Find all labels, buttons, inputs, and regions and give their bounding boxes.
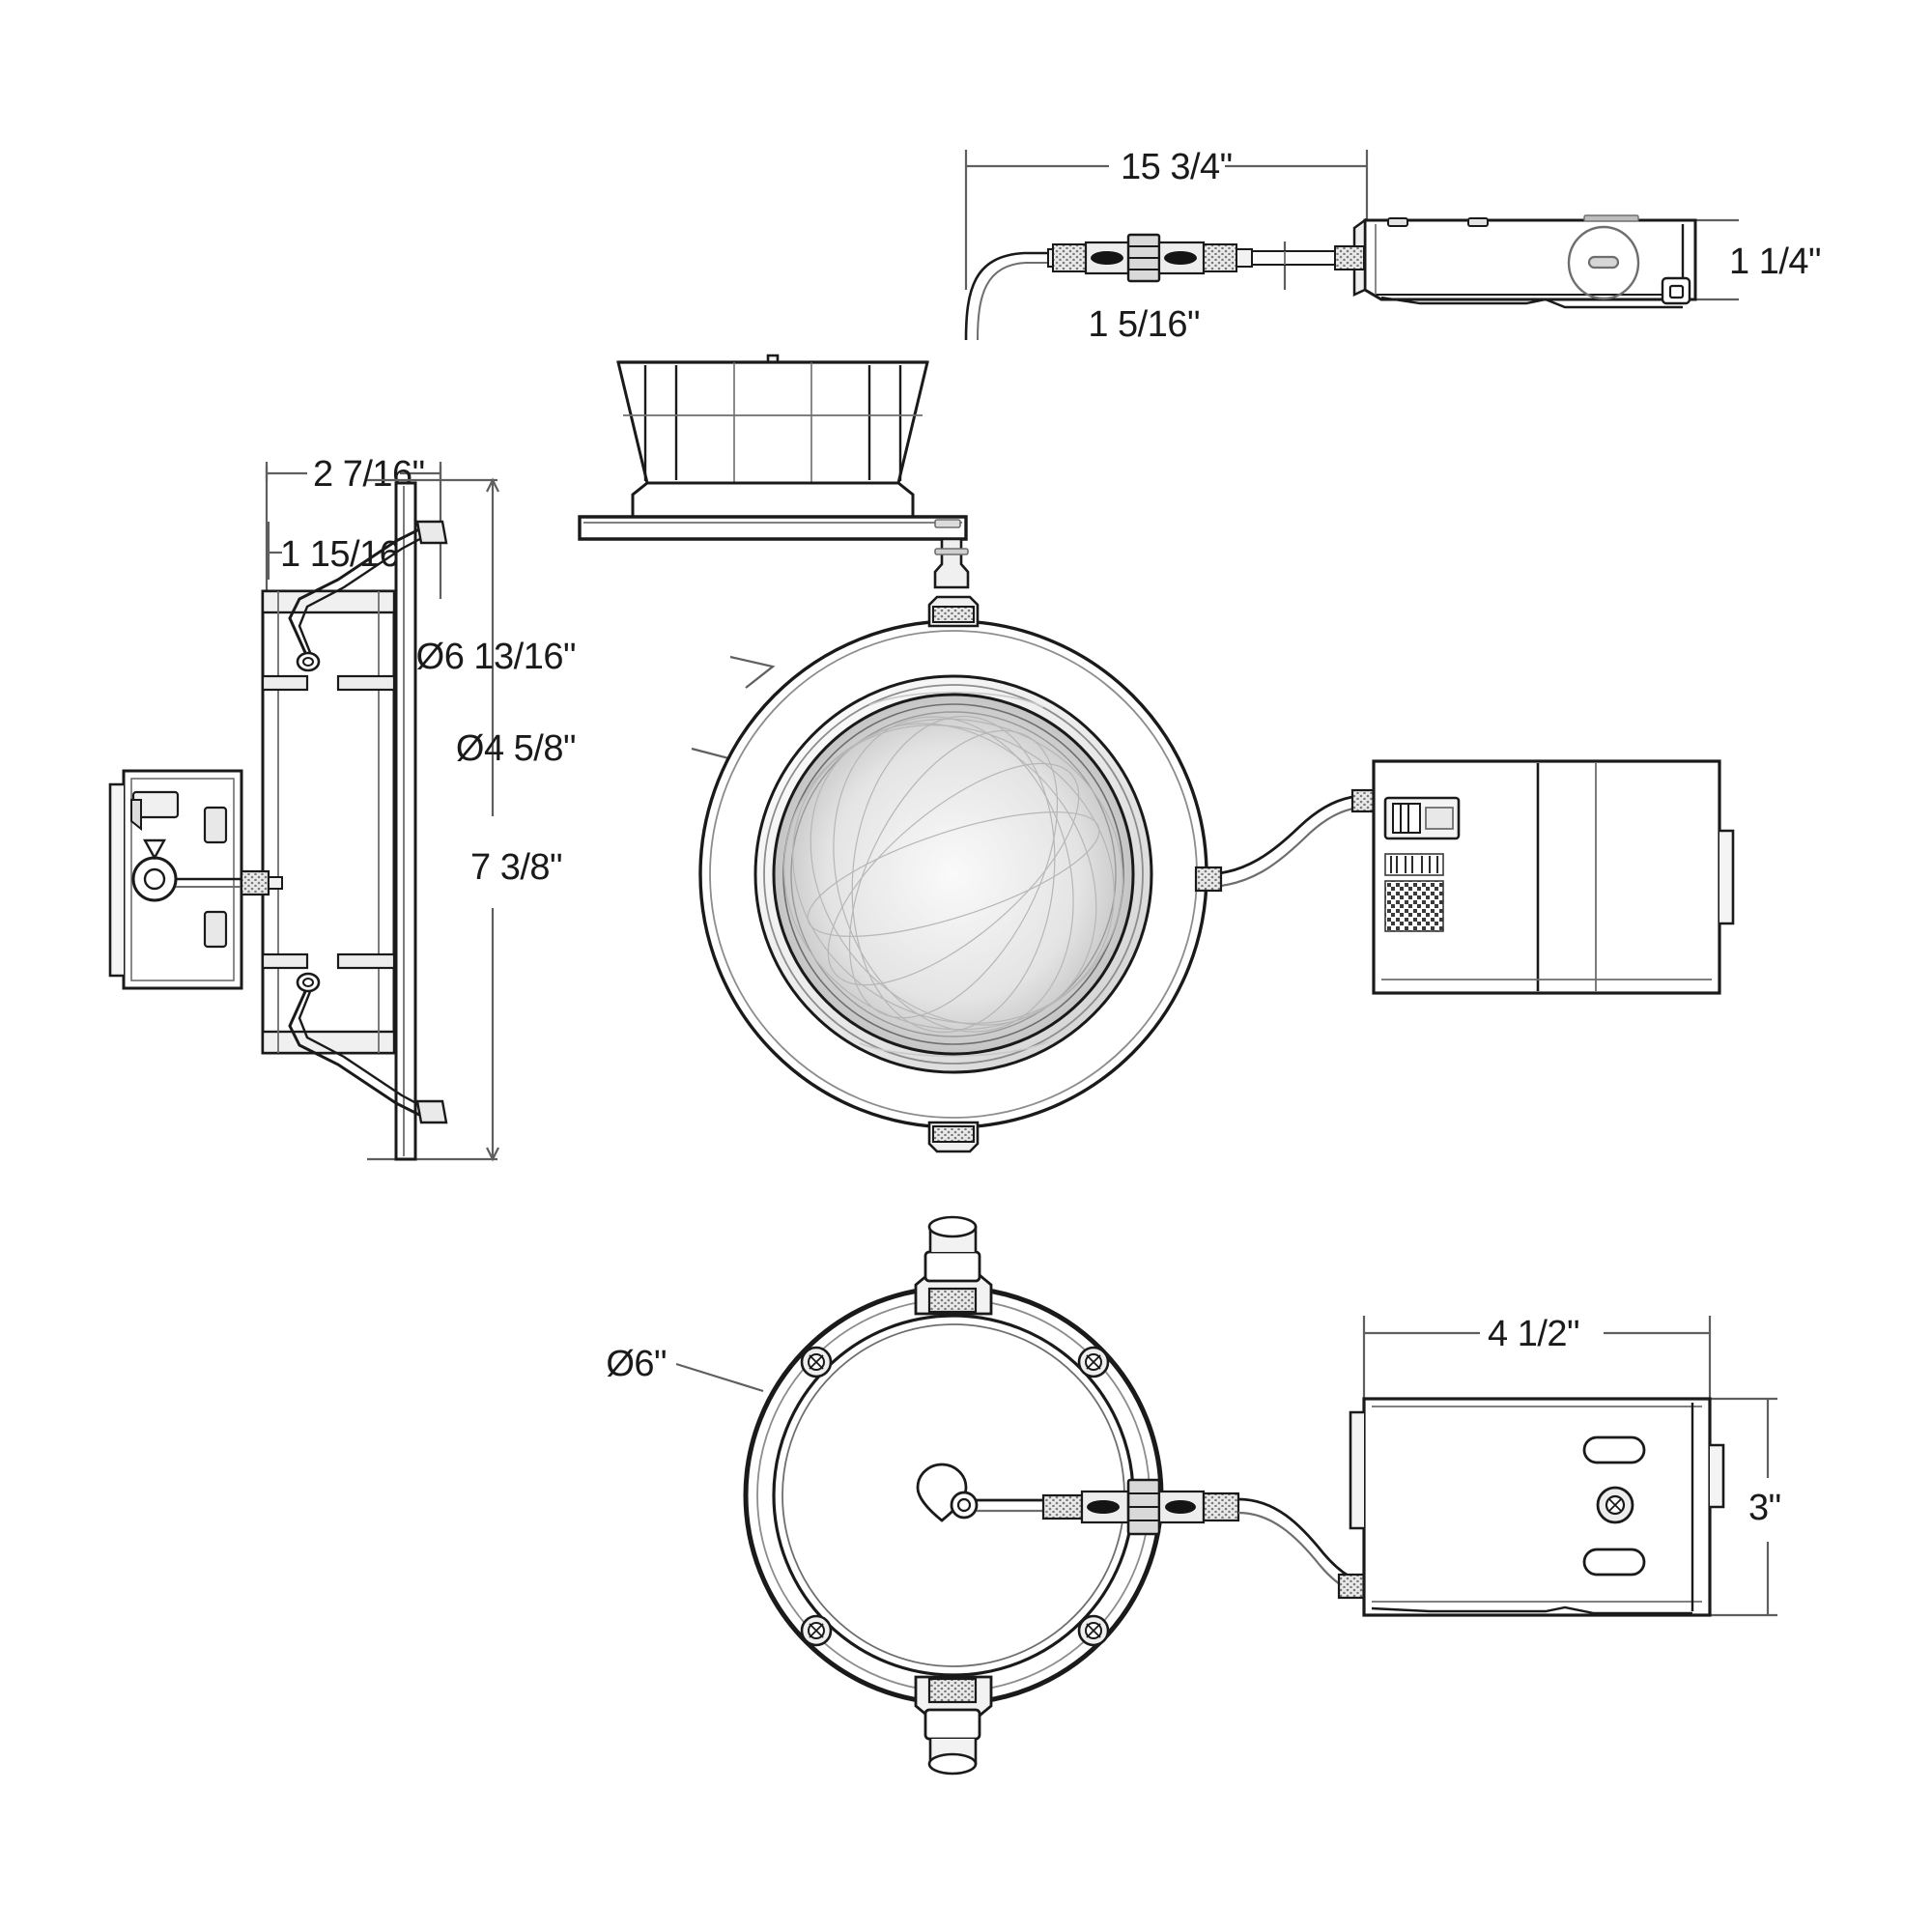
housing-rear-rings xyxy=(743,1215,1164,1776)
driver-box-left-endon xyxy=(108,769,283,990)
leader-trim-outer-dia xyxy=(729,655,776,689)
dimension-label-cable-drop: 1 5/16" xyxy=(1088,304,1200,345)
view-rear-plan: Ø6" xyxy=(606,1215,1781,1776)
driver-box-front xyxy=(1372,759,1735,995)
trim-clip-bottom xyxy=(927,1121,980,1153)
dimension-label-aperture-dia: Ø4 5/8" xyxy=(456,728,576,769)
trim-front-rings xyxy=(698,595,1208,1153)
dimension-overall-diameter xyxy=(367,477,499,1162)
driver-box-rear xyxy=(1349,1397,1725,1617)
view-front-plan: Ø6 13/16" Ø4 5/8" xyxy=(416,595,1735,1153)
dimension-label-housing-dia: Ø6" xyxy=(606,1344,667,1384)
view-top-side-elevation: 15 3/4" 1 1/4" 1 5/16" xyxy=(578,147,1822,589)
dimension-label-box-depth: 3" xyxy=(1748,1488,1781,1528)
dimension-label-box-width: 4 1/2" xyxy=(1488,1314,1579,1354)
dimension-box-width xyxy=(1362,1316,1712,1399)
dimension-cable-length xyxy=(964,150,1369,290)
label-barcode-block xyxy=(1384,853,1444,932)
dimension-label-trim-outer-dia: Ø6 13/16" xyxy=(416,637,576,677)
fixture-side-elevation xyxy=(578,354,970,589)
dimension-label-housing-depth: 1 15/16" xyxy=(280,534,412,575)
dimension-label-overall-diameter: 7 3/8" xyxy=(470,847,562,888)
housing-section xyxy=(261,589,396,1055)
dimension-label-box-height: 1 1/4" xyxy=(1729,242,1821,282)
view-left-section: 2 7/16" 1 15/16" 7 3/8" xyxy=(108,454,563,1162)
driver-box-side xyxy=(1352,214,1697,309)
housing-screws xyxy=(800,1346,1110,1647)
lens-texture xyxy=(783,715,1123,1034)
center-knockout xyxy=(916,1463,979,1522)
spring-clip-rear-bottom xyxy=(914,1675,993,1776)
trim-clip-top xyxy=(927,595,980,628)
torsion-spring-bottom xyxy=(288,972,448,1124)
torsion-spring-top xyxy=(288,520,448,672)
quick-connect-cable-top xyxy=(964,233,1365,341)
dimension-box-depth xyxy=(1700,1397,1777,1617)
switch-detail xyxy=(1392,803,1454,834)
spring-clip-rear-top xyxy=(914,1215,993,1316)
leader-housing-dia xyxy=(675,1362,764,1393)
dimension-label-cable-length: 15 3/4" xyxy=(1121,147,1233,187)
